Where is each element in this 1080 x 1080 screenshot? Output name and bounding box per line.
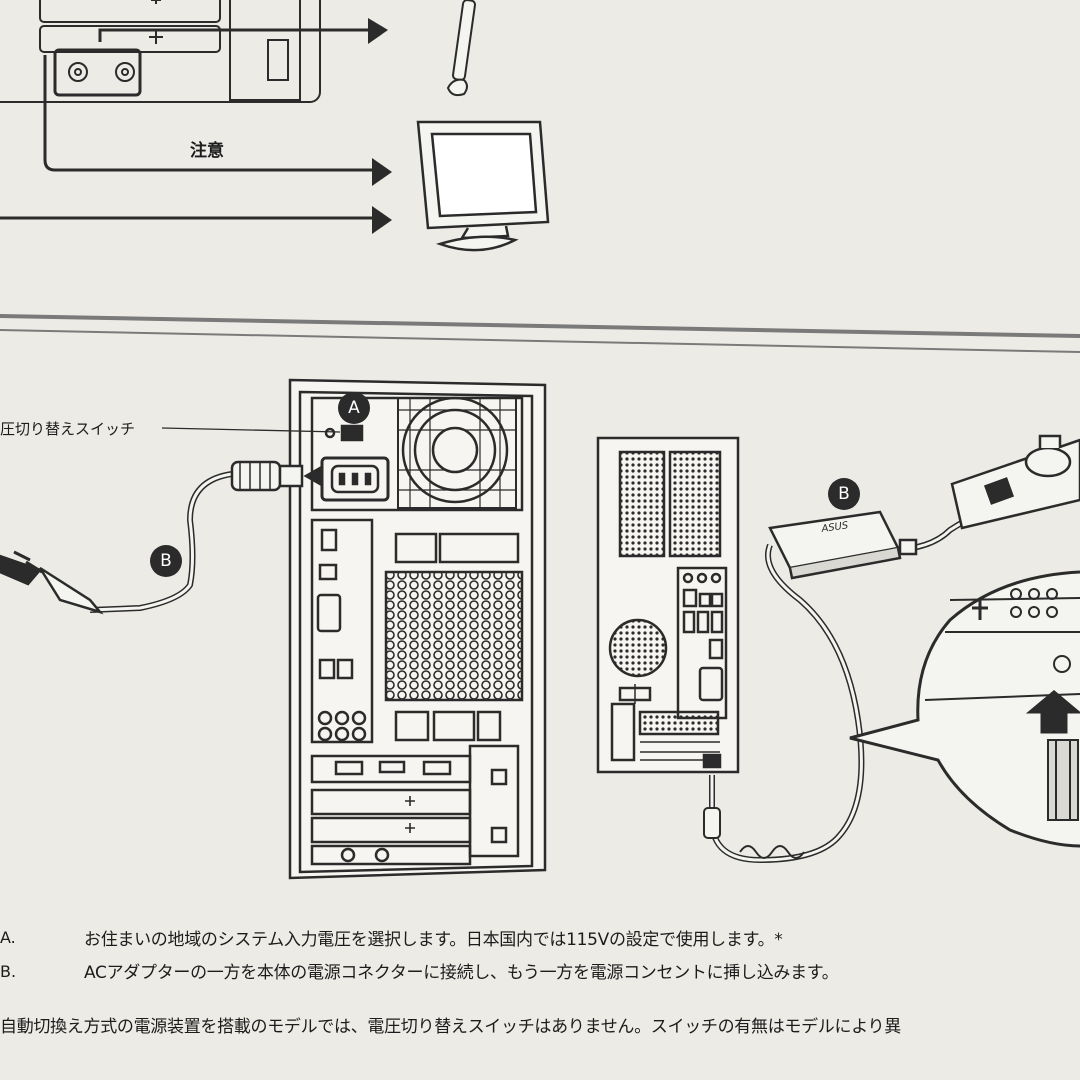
instruction-a-text: お住まいの地域のシステム入力電圧を選択します。日本国内では115Vの設定で使用し…	[84, 930, 783, 950]
zoom-detail	[849, 570, 1080, 848]
monitor-icon	[416, 120, 550, 252]
callout-b-left: B	[150, 545, 182, 577]
cable-arrows	[0, 28, 375, 220]
voltage-switch-label: 圧切り替えスイッチ	[0, 420, 136, 438]
voltage-switch-leader	[161, 427, 341, 433]
adapter-brand-text: ASUS	[820, 520, 850, 535]
section-divider	[0, 314, 1080, 353]
callout-a: A	[338, 392, 370, 424]
top-panel-drawing	[0, 0, 321, 103]
wifi-antenna-icon	[446, 0, 476, 97]
compact-tower-rear-view	[596, 436, 740, 774]
instruction-a-letter: A.	[0, 928, 16, 947]
tower-rear-view	[288, 378, 547, 880]
instruction-b-letter: B.	[0, 962, 17, 981]
footnote: 自動切換え方式の電源装置を搭載のモデルでは、電圧切り替えスイッチはありません。ス…	[0, 1017, 901, 1037]
arrow-heads	[368, 18, 392, 234]
ac-adapter	[768, 510, 918, 580]
callout-b-right: B	[828, 478, 860, 510]
instruction-b-text: ACアダプターの一方を本体の電源コネクターに接続し、もう一方を電源コンセントに挿…	[84, 963, 839, 983]
power-strip	[950, 434, 1080, 530]
note-label: 注意	[190, 141, 224, 161]
power-cord-left	[0, 460, 322, 615]
